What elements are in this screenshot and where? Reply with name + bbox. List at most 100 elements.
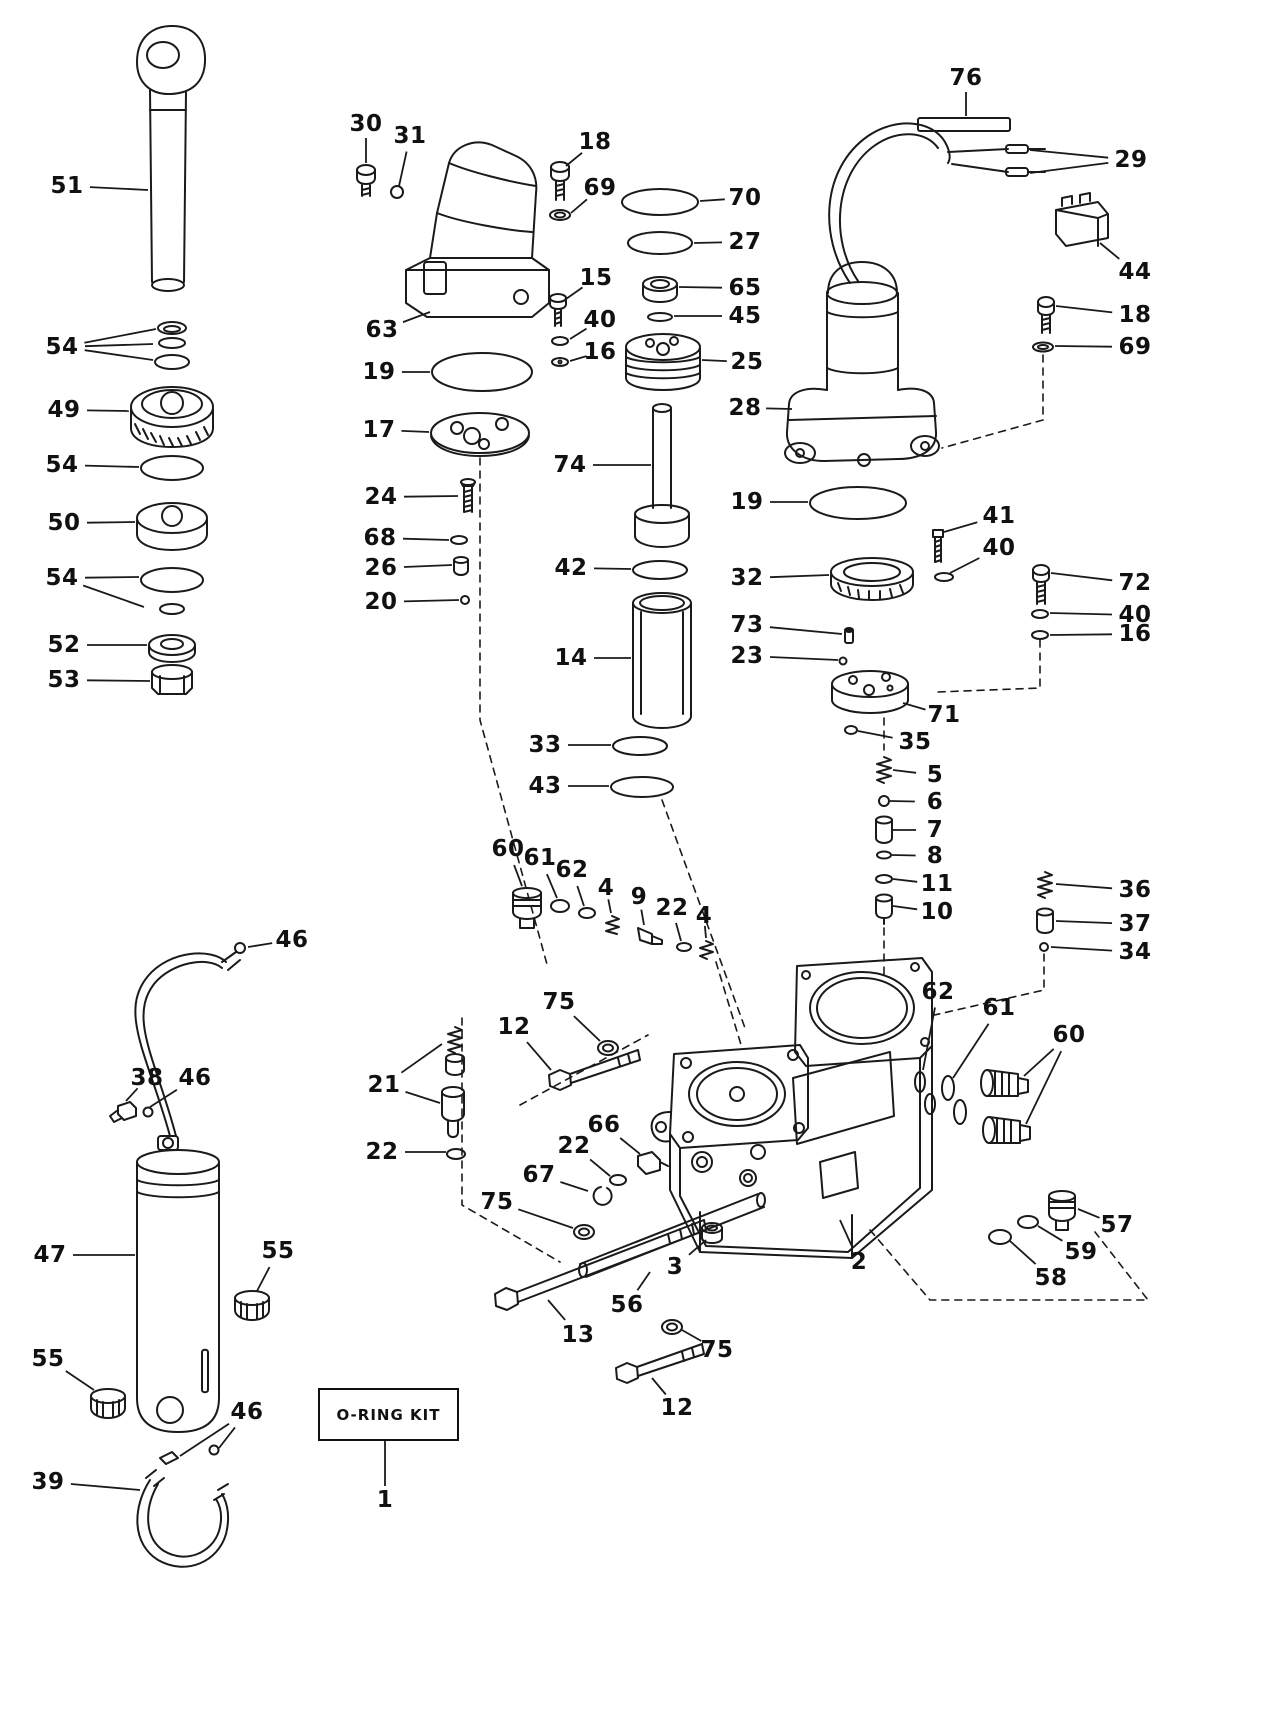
callout-49: 49 bbox=[47, 397, 81, 423]
callout-32: 32 bbox=[730, 565, 764, 591]
callout-50: 50 bbox=[47, 510, 81, 536]
callout-20: 20 bbox=[364, 589, 398, 615]
callout-46: 46 bbox=[178, 1065, 212, 1091]
callout-10: 10 bbox=[920, 899, 954, 925]
mounting-bolts-bottom bbox=[494, 1040, 766, 1384]
callout-17: 17 bbox=[362, 417, 396, 443]
callout-69: 69 bbox=[583, 175, 617, 201]
callout-34: 34 bbox=[1118, 939, 1152, 965]
callout-60: 60 bbox=[491, 836, 525, 862]
pump-piston-stack bbox=[610, 188, 701, 798]
callout-16: 16 bbox=[1118, 621, 1152, 647]
callout-70: 70 bbox=[728, 185, 762, 211]
callout-61: 61 bbox=[982, 995, 1016, 1021]
trim-cylinder-assembly bbox=[90, 942, 270, 1568]
callout-59: 59 bbox=[1064, 1239, 1098, 1265]
callout-18: 18 bbox=[1118, 302, 1152, 328]
callout-13: 13 bbox=[561, 1322, 595, 1348]
callout-41: 41 bbox=[982, 503, 1016, 529]
callout-31: 31 bbox=[393, 123, 427, 149]
callout-36: 36 bbox=[1118, 877, 1152, 903]
callout-54: 54 bbox=[45, 452, 79, 478]
callout-33: 33 bbox=[528, 732, 562, 758]
callout-22: 22 bbox=[365, 1139, 399, 1165]
callout-57: 57 bbox=[1100, 1212, 1134, 1238]
callout-62: 62 bbox=[555, 857, 589, 883]
callout-51: 51 bbox=[50, 173, 84, 199]
callout-44: 44 bbox=[1118, 259, 1152, 285]
callout-54: 54 bbox=[45, 334, 79, 360]
electric-motor bbox=[784, 117, 1109, 467]
callout-37: 37 bbox=[1118, 911, 1152, 937]
check-valve-parts bbox=[592, 1151, 669, 1206]
callout-2: 2 bbox=[850, 1249, 868, 1275]
cylinder-end-cap-stack bbox=[130, 321, 214, 695]
callout-71: 71 bbox=[927, 702, 961, 728]
callout-74: 74 bbox=[553, 452, 587, 478]
callout-69: 69 bbox=[1118, 334, 1152, 360]
callout-47: 47 bbox=[33, 1242, 67, 1268]
callout-54: 54 bbox=[45, 565, 79, 591]
callout-55: 55 bbox=[261, 1238, 295, 1264]
callout-8: 8 bbox=[926, 843, 944, 869]
callout-45: 45 bbox=[728, 303, 762, 329]
callout-28: 28 bbox=[728, 395, 762, 421]
callout-53: 53 bbox=[47, 667, 81, 693]
callout-22: 22 bbox=[655, 895, 689, 921]
callout-40: 40 bbox=[1118, 602, 1152, 628]
callout-73: 73 bbox=[730, 612, 764, 638]
callout-52: 52 bbox=[47, 632, 81, 658]
callout-75: 75 bbox=[480, 1189, 514, 1215]
callout-23: 23 bbox=[730, 643, 764, 669]
callout-58: 58 bbox=[1034, 1265, 1068, 1291]
callout-3: 3 bbox=[666, 1254, 684, 1280]
callout-65: 65 bbox=[728, 275, 762, 301]
callout-6: 6 bbox=[926, 789, 944, 815]
callout-12: 12 bbox=[660, 1395, 694, 1421]
callout-42: 42 bbox=[554, 555, 588, 581]
callout-19: 19 bbox=[362, 359, 396, 385]
callout-39: 39 bbox=[31, 1469, 65, 1495]
callout-5: 5 bbox=[926, 762, 944, 788]
callout-12: 12 bbox=[497, 1014, 531, 1040]
callout-7: 7 bbox=[926, 817, 944, 843]
callout-38: 38 bbox=[130, 1065, 164, 1091]
callout-29: 29 bbox=[1114, 147, 1148, 173]
callout-76: 76 bbox=[949, 65, 983, 91]
callout-66: 66 bbox=[587, 1112, 621, 1138]
callout-18: 18 bbox=[578, 129, 612, 155]
relief-valve-assembly bbox=[441, 1026, 466, 1160]
callout-62: 62 bbox=[921, 979, 955, 1005]
callout-30: 30 bbox=[349, 111, 383, 137]
callout-14: 14 bbox=[554, 645, 588, 671]
callout-56: 56 bbox=[610, 1292, 644, 1318]
upper-bracket bbox=[356, 141, 550, 318]
callout-61: 61 bbox=[523, 845, 557, 871]
callout-16: 16 bbox=[583, 339, 617, 365]
callout-9: 9 bbox=[630, 884, 648, 910]
callout-21: 21 bbox=[367, 1072, 401, 1098]
callout-35: 35 bbox=[898, 729, 932, 755]
callout-40: 40 bbox=[982, 535, 1016, 561]
callout-4: 4 bbox=[597, 875, 615, 901]
callout-75: 75 bbox=[700, 1337, 734, 1363]
callout-67: 67 bbox=[522, 1162, 556, 1188]
valve-plate-screws bbox=[450, 478, 476, 605]
callout-4: 4 bbox=[695, 903, 713, 929]
callout-19: 19 bbox=[730, 489, 764, 515]
callout-75: 75 bbox=[542, 989, 576, 1015]
oring-kit-label: O-RING KIT bbox=[336, 1405, 441, 1424]
callout-24: 24 bbox=[364, 484, 398, 510]
callout-72: 72 bbox=[1118, 570, 1152, 596]
callout-22: 22 bbox=[557, 1133, 591, 1159]
callout-68: 68 bbox=[363, 525, 397, 551]
oring-kit-box: O-RING KIT bbox=[318, 1388, 459, 1441]
callout-15: 15 bbox=[579, 265, 613, 291]
callout-46: 46 bbox=[230, 1399, 264, 1425]
callout-60: 60 bbox=[1052, 1022, 1086, 1048]
tilt-line-fittings-right bbox=[914, 1069, 1076, 1245]
manifold-oring-and-valve-plate bbox=[430, 352, 533, 457]
callout-26: 26 bbox=[364, 555, 398, 581]
